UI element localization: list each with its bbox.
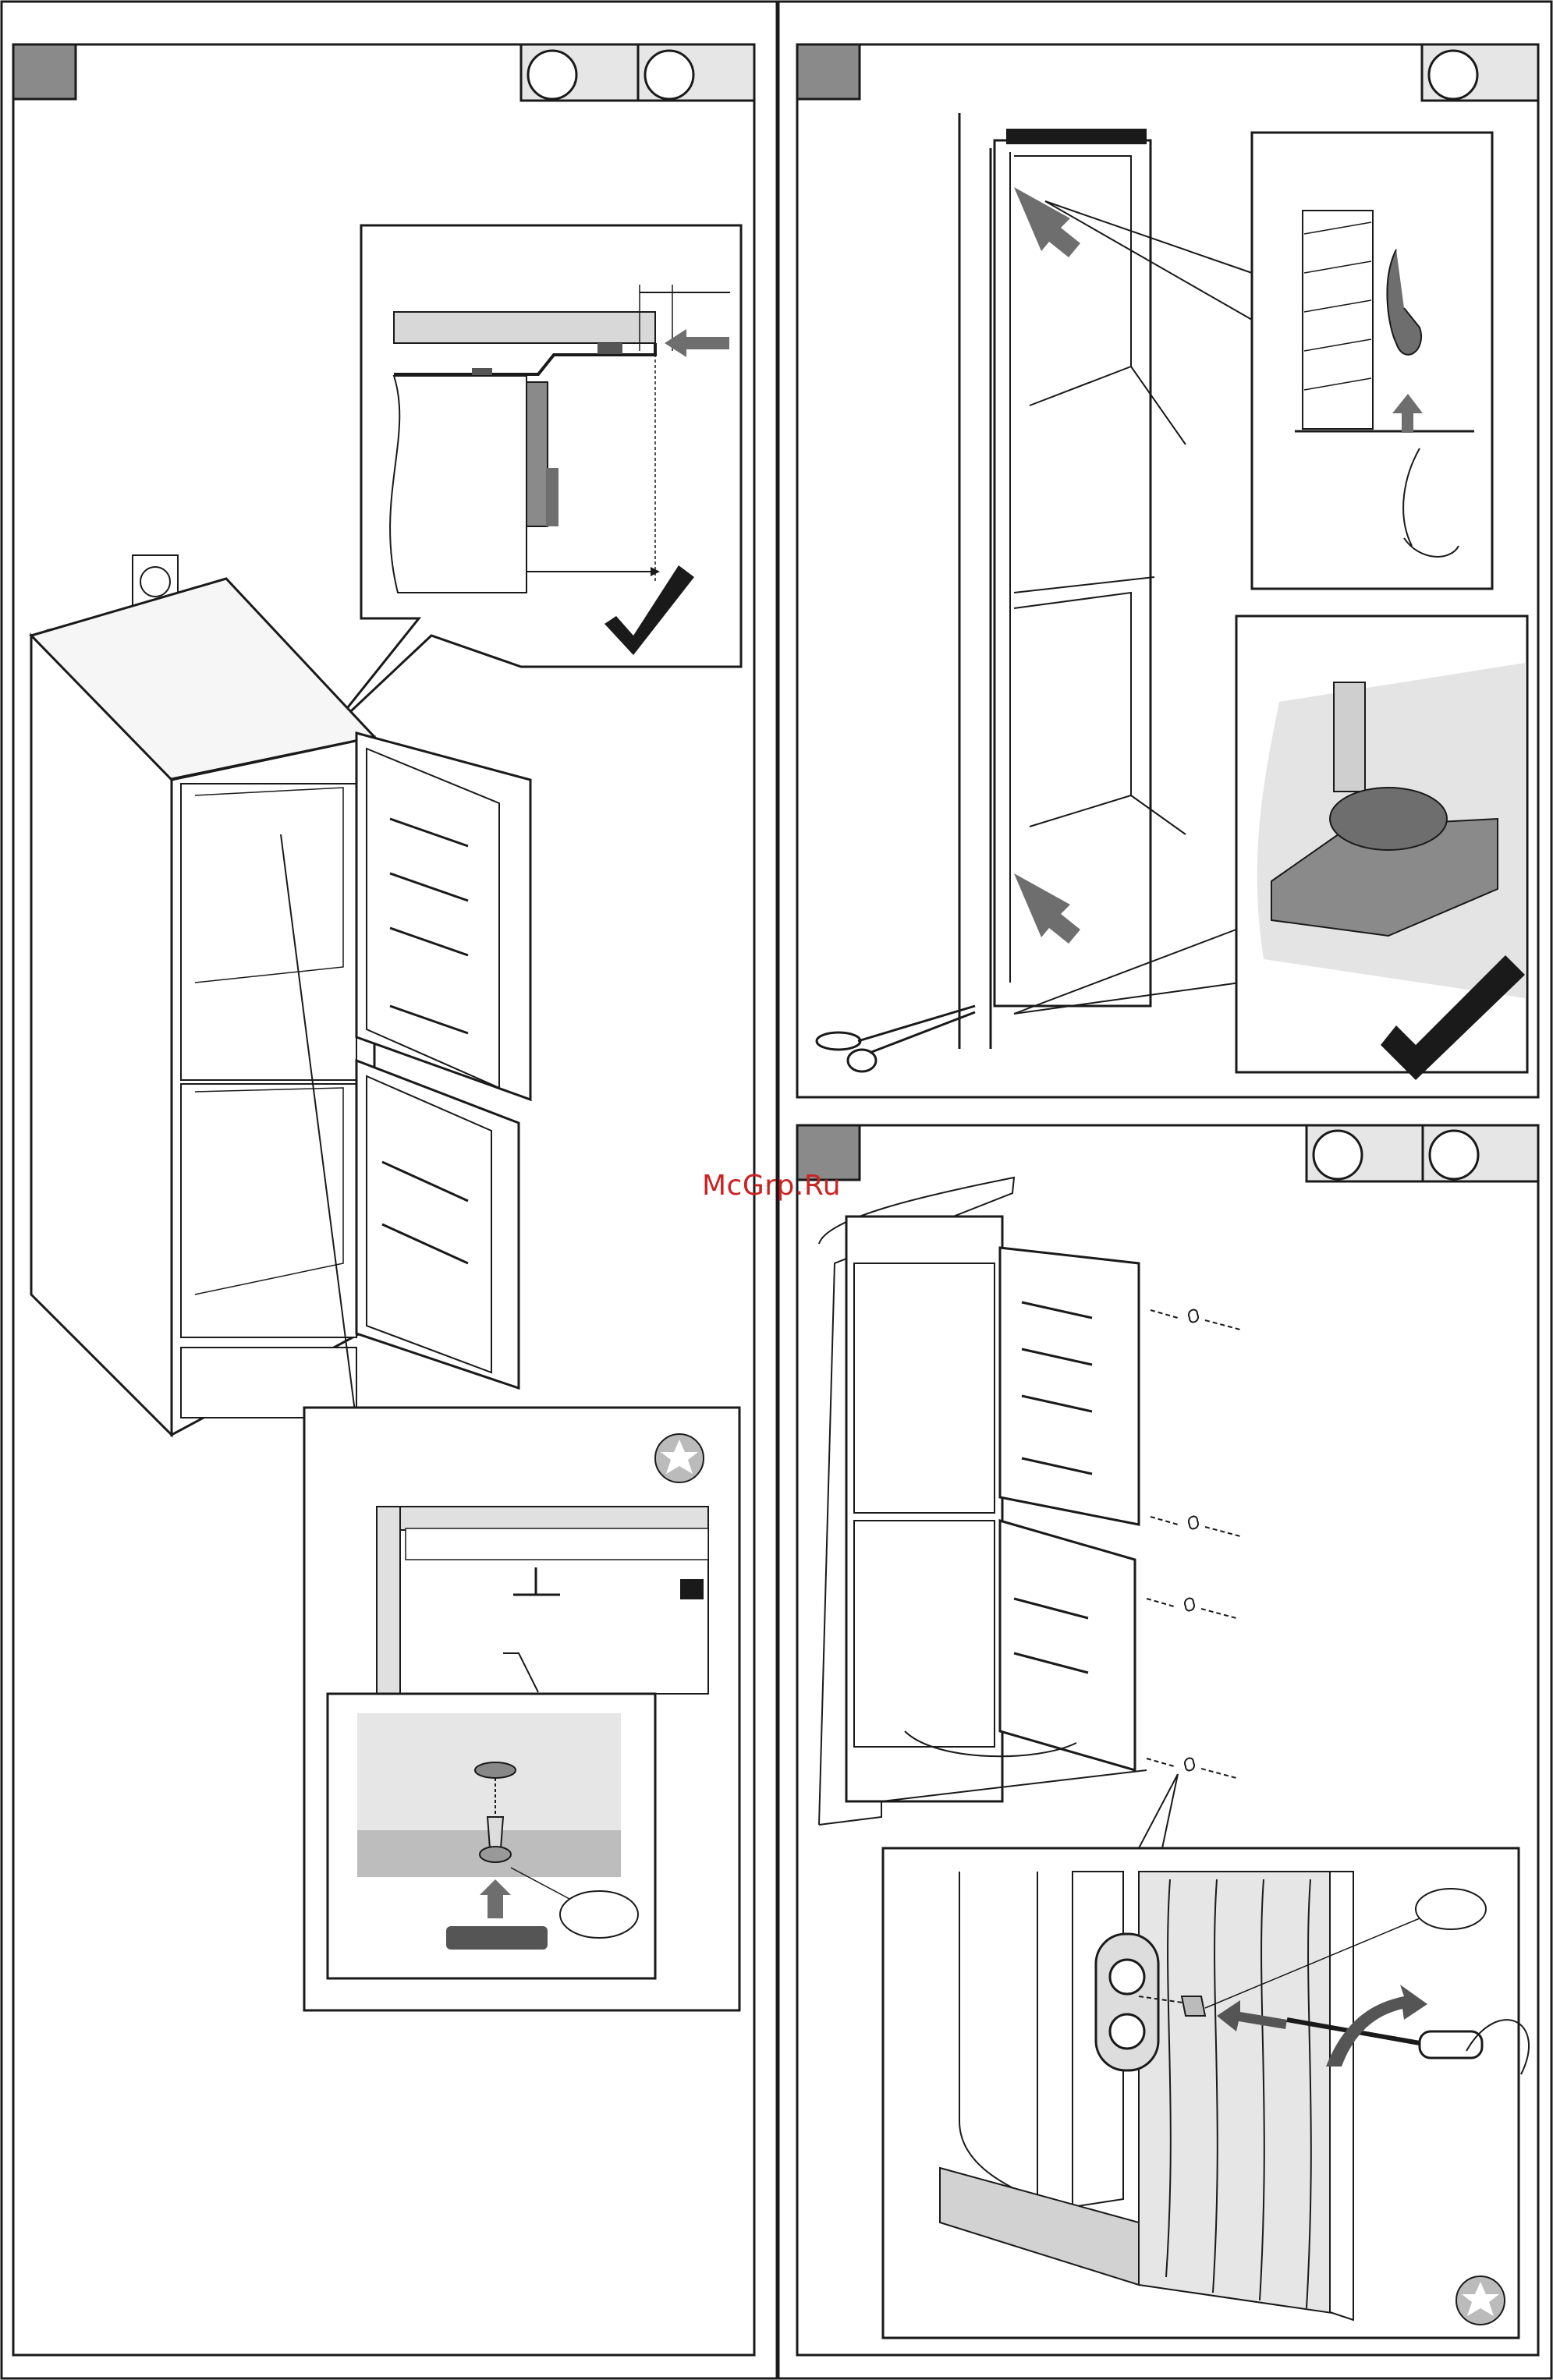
bracket-screws <box>1123 1310 1240 1848</box>
callout-box <box>1307 1125 1538 1181</box>
callout-circle <box>645 51 693 99</box>
panel-left <box>13 44 754 2355</box>
callout-circle <box>1314 1131 1362 1179</box>
hinge-detail-inset <box>1236 616 1527 1080</box>
fridge-illustration <box>31 579 530 1435</box>
gap-detail-inset <box>326 225 741 735</box>
callout-circle <box>1416 1889 1486 1929</box>
callout-circle <box>1430 1131 1478 1179</box>
callout-circle <box>560 1891 638 1938</box>
callout-box <box>1422 44 1538 101</box>
panel-bottom-right <box>797 1125 1538 2355</box>
callout-circle <box>528 51 576 99</box>
panel-top-right <box>797 44 1538 1097</box>
cabinet-door-illustration <box>817 113 1252 1071</box>
watermark-text: McGrp.Ru <box>702 1170 841 1202</box>
step-number-box <box>797 44 860 99</box>
seal-detail-inset <box>1252 133 1492 589</box>
torx-icon <box>1456 2276 1505 2325</box>
step-number-box <box>13 44 76 99</box>
callout-box <box>521 44 754 101</box>
screw-detail-inset <box>304 1408 739 2010</box>
callout-circle <box>1429 51 1477 99</box>
screw-fixing-inset <box>883 1848 1529 2338</box>
fridge-in-niche-illustration <box>819 1178 1147 1825</box>
torx-icon <box>655 1434 704 1482</box>
scissors-icon <box>817 1006 975 1071</box>
